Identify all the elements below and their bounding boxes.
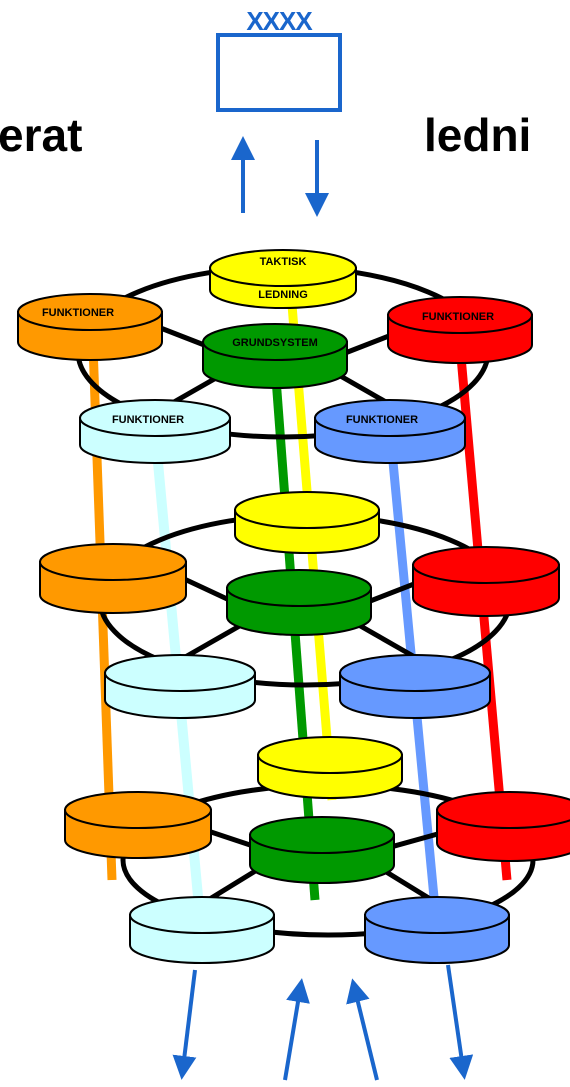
disk-tactical-bottom	[257, 736, 403, 799]
functions-left-label: FUNKTIONER	[42, 307, 114, 319]
disk-tactical-top: TAKTISK LEDNING	[209, 249, 357, 309]
disk-functions-blue-top: FUNKTIONER	[314, 399, 466, 464]
arrow-up-bottom-mid-left	[283, 978, 310, 1081]
title-left-fragment: erat	[0, 109, 83, 161]
disk-cyan-bottom	[129, 896, 275, 964]
functions-right-label: FUNKTIONER	[422, 311, 494, 323]
arrow-up-bottom-mid-right	[346, 978, 379, 1081]
disk-base-bottom	[249, 816, 395, 884]
disk-functions-orange-top: FUNKTIONER	[17, 293, 163, 361]
disk-red-bottom	[436, 791, 570, 862]
base-label: GRUNDSYSTEM	[232, 337, 318, 349]
disk-blue-bottom	[364, 896, 510, 964]
functions-front-left-label: FUNKTIONER	[112, 414, 184, 426]
disk-functions-red-top: FUNKTIONER	[387, 296, 533, 364]
disk-cyan-middle	[104, 654, 256, 719]
arrow-down-bottom-left	[172, 969, 197, 1080]
tactical-label-line2: LEDNING	[258, 289, 308, 301]
disk-base-middle	[226, 569, 372, 636]
title-right-fragment: ledni	[424, 109, 532, 161]
disk-tactical-middle	[234, 491, 380, 554]
disk-orange-bottom	[64, 791, 212, 859]
disk-base-top: GRUNDSYSTEM	[202, 323, 348, 389]
top-box-label: XXXX	[246, 6, 313, 36]
disk-blue-middle	[339, 654, 491, 719]
disk-functions-cyan-top: FUNKTIONER	[79, 399, 231, 464]
functions-front-right-label: FUNKTIONER	[346, 414, 418, 426]
disk-orange-middle	[39, 543, 187, 614]
disk-red-middle	[412, 546, 560, 617]
top-box: XXXX	[216, 6, 342, 112]
tactical-label-line1: TAKTISK	[260, 256, 307, 268]
arrow-down-bottom-right	[446, 964, 474, 1080]
